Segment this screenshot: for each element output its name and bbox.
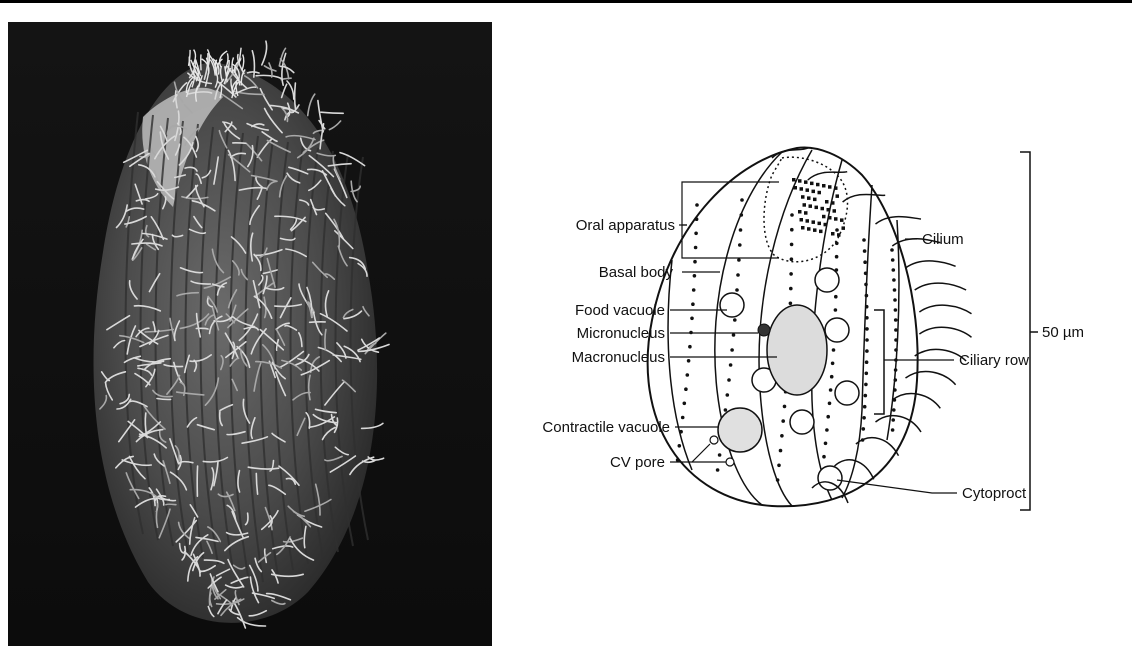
label-contractile-vacuole: Contractile vacuole — [542, 419, 670, 436]
label-oral-apparatus: Oral apparatus — [576, 217, 675, 234]
ciliary-row-bracket — [874, 310, 884, 414]
label-cilium: Cilium — [922, 231, 964, 248]
label-food-vacuole: Food vacuole — [575, 302, 665, 319]
label-basal-body: Basal body — [599, 264, 674, 281]
ciliate-diagram: Oral apparatus Basal body Food vacuole M… — [492, 0, 1132, 646]
cv-pore-shape — [710, 436, 718, 444]
label-ciliary-row: Ciliary row — [959, 352, 1029, 369]
ciliate-micrograph-image — [8, 22, 492, 646]
micronucleus-shape — [758, 324, 770, 336]
macronucleus-shape — [767, 305, 827, 395]
cv-pore-shape — [726, 458, 734, 466]
label-micronucleus: Micronucleus — [577, 325, 665, 342]
scale-bracket — [1020, 152, 1030, 510]
label-macronucleus: Macronucleus — [572, 349, 665, 366]
contractile-vacuole-shape — [718, 408, 762, 452]
label-cytoproct: Cytoproct — [962, 485, 1027, 502]
label-cv-pore: CV pore — [610, 454, 665, 471]
label-scale: 50 µm — [1042, 324, 1084, 341]
